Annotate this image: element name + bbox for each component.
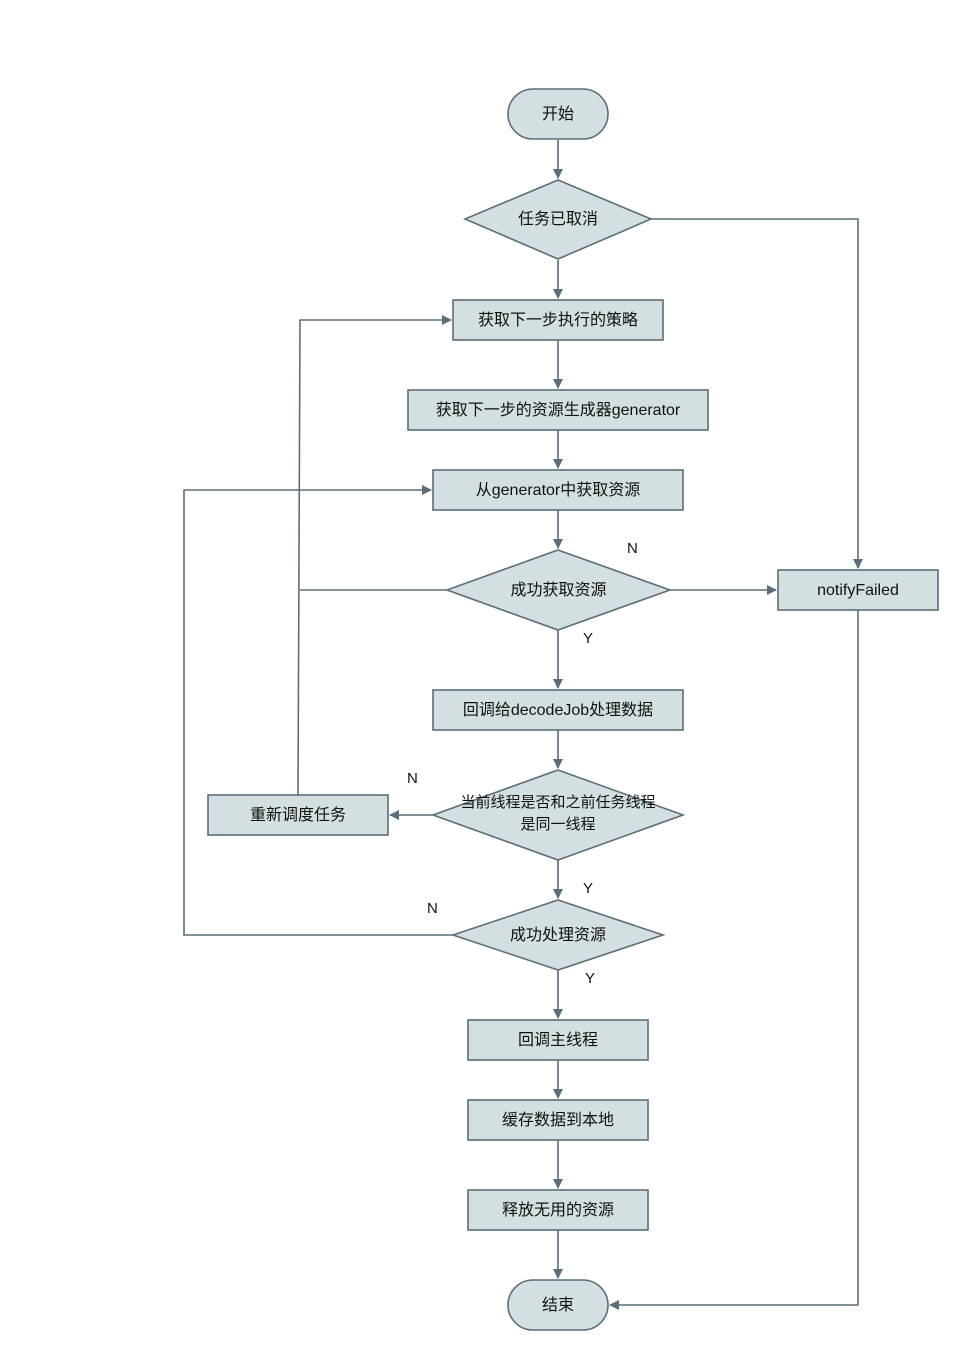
get-next-generator-box bbox=[407, 389, 709, 431]
edge-notifyfailed-to-end bbox=[609, 610, 859, 1310]
reschedule-box bbox=[207, 794, 389, 836]
fetch-success-decision bbox=[444, 549, 673, 631]
thread-no-label: N bbox=[407, 770, 418, 787]
release-box bbox=[467, 1189, 649, 1231]
edges bbox=[183, 140, 863, 1310]
edge-cancelled-to-notifyfailed bbox=[651, 218, 863, 569]
process-yes-label: Y bbox=[585, 970, 596, 987]
get-next-strategy-box bbox=[452, 299, 664, 341]
thread-yes-label: Y bbox=[583, 880, 594, 897]
end-terminal bbox=[507, 1279, 609, 1331]
callback-decodejob-box bbox=[432, 689, 684, 731]
same-thread-decision bbox=[430, 769, 686, 861]
callback-main-box bbox=[467, 1019, 649, 1061]
cache-local-box bbox=[467, 1099, 649, 1141]
edge-process-check-to-fetch bbox=[183, 485, 453, 936]
edge-reschedule-to-strategy bbox=[297, 315, 452, 796]
process-no-label: N bbox=[427, 900, 438, 917]
fetch-from-generator-box bbox=[432, 469, 684, 511]
notify-failed-box bbox=[777, 569, 939, 611]
fetch-no-label: N bbox=[627, 540, 638, 557]
start-terminal bbox=[507, 88, 609, 140]
process-success-decision bbox=[450, 899, 666, 971]
task-cancelled-decision bbox=[462, 179, 654, 260]
fetch-yes-label: Y bbox=[583, 630, 594, 647]
shapes bbox=[207, 88, 939, 1331]
